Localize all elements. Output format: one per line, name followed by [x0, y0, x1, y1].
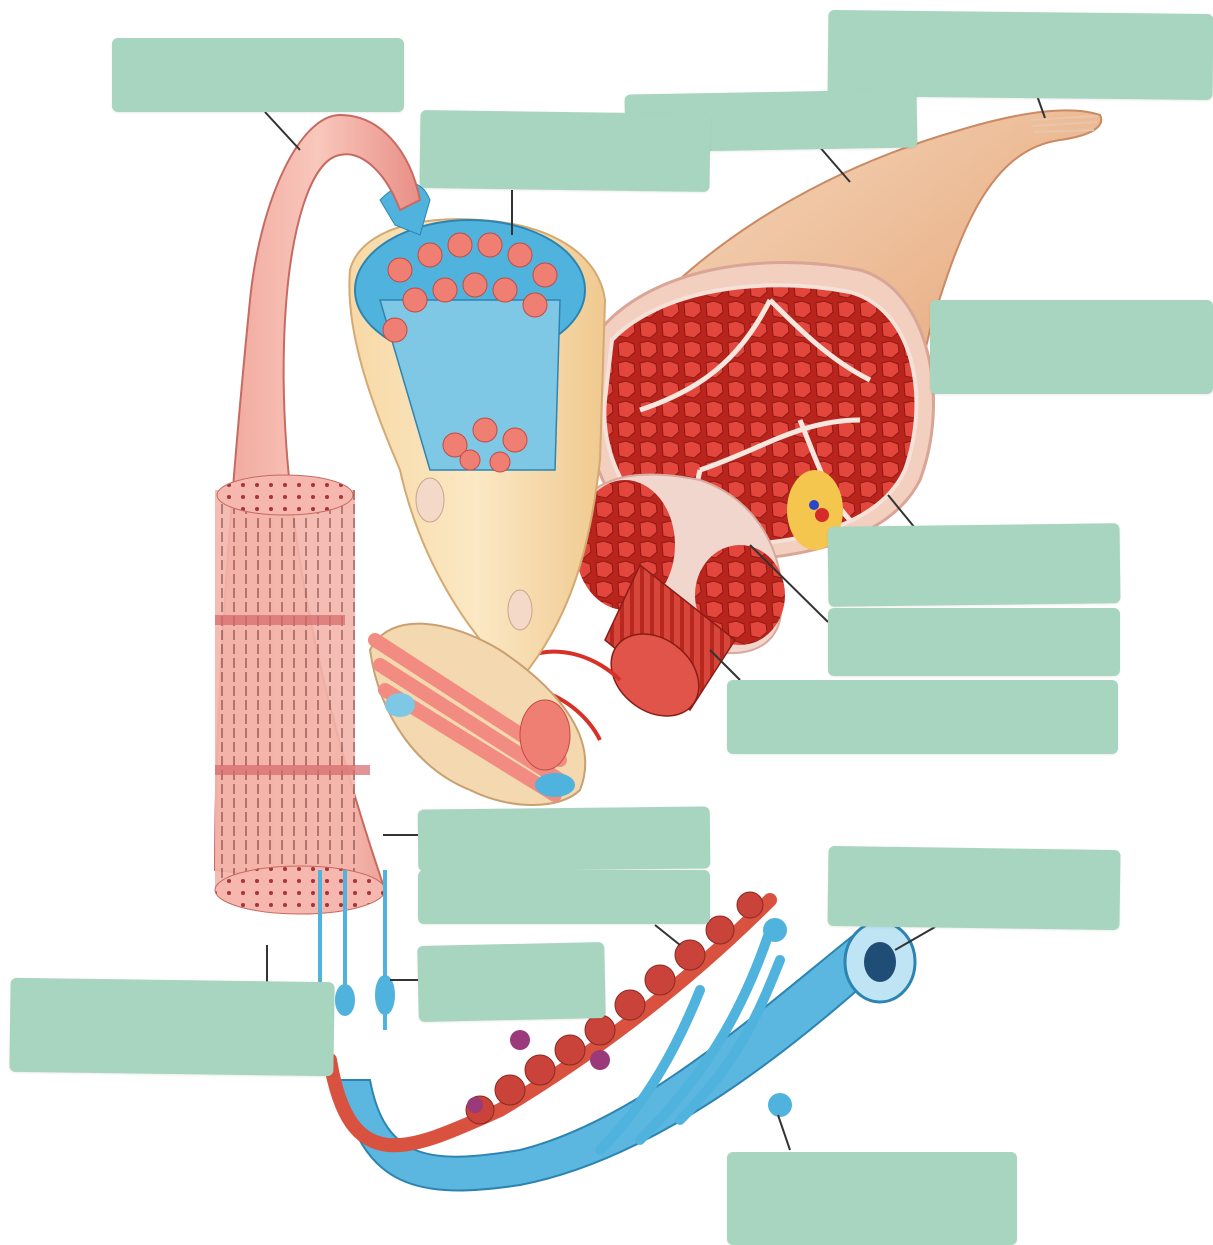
label-box-2[interactable] — [828, 10, 1213, 100]
label-box-13[interactable] — [9, 978, 334, 1077]
leader-line-3 — [818, 145, 850, 182]
leader-line-9 — [655, 925, 680, 945]
label-box-12[interactable] — [417, 942, 606, 1022]
leader-line-13 — [778, 1115, 790, 1150]
label-box-11[interactable] — [827, 846, 1120, 930]
label-box-7[interactable] — [828, 608, 1120, 676]
label-box-8[interactable] — [727, 680, 1118, 754]
sarcomere-bands — [215, 490, 355, 890]
label-box-6[interactable] — [828, 523, 1121, 607]
leader-line-1 — [265, 112, 300, 150]
label-box-5[interactable] — [930, 300, 1213, 394]
label-box-14[interactable] — [727, 1152, 1017, 1245]
muscle-fiber — [349, 183, 605, 680]
label-box-4[interactable] — [419, 110, 710, 192]
label-box-10[interactable] — [418, 870, 710, 924]
label-box-1[interactable] — [112, 38, 404, 112]
label-box-9[interactable] — [418, 806, 711, 871]
